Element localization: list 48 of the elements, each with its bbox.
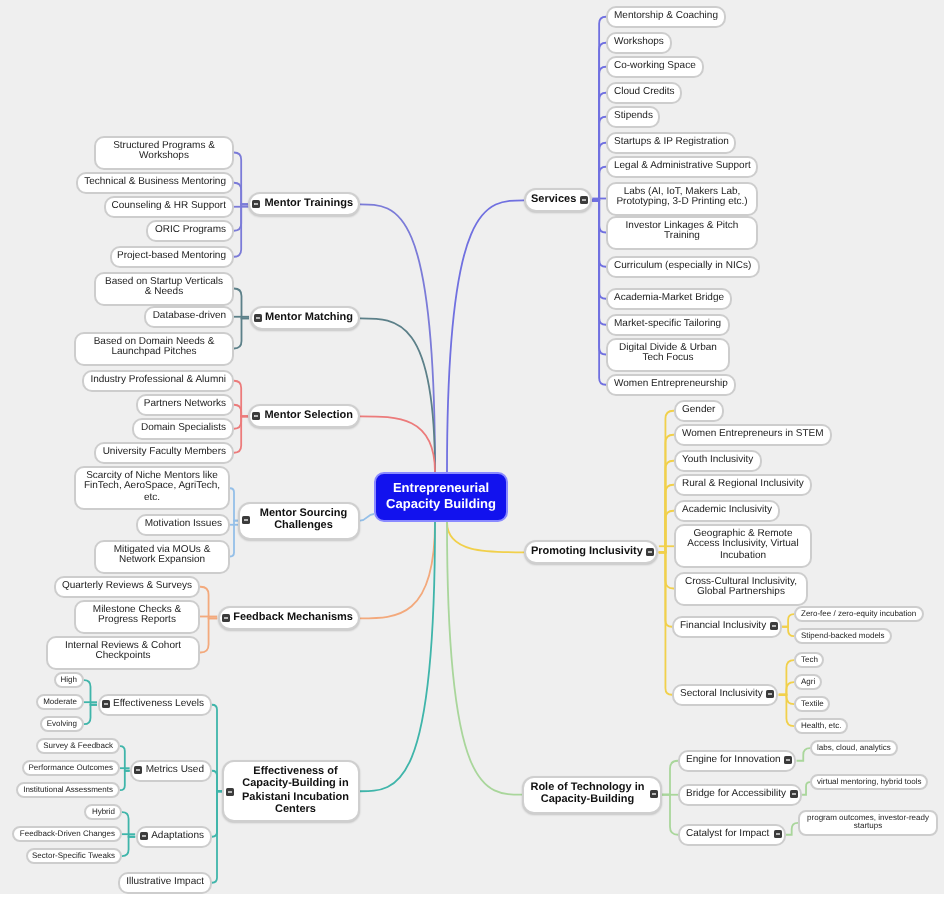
connector-line xyxy=(83,701,98,704)
connector-line xyxy=(211,769,223,793)
main-topic-pill xyxy=(524,188,593,213)
main-topic-pill xyxy=(249,306,360,331)
connector-line xyxy=(658,545,675,548)
connector-line xyxy=(801,781,811,796)
connector-line xyxy=(359,521,436,793)
connector-line xyxy=(359,513,375,522)
connector-line xyxy=(121,835,137,858)
subtopic-pill xyxy=(97,694,212,716)
main-topic-pill xyxy=(217,606,360,631)
connector-line xyxy=(119,745,131,772)
connector-line xyxy=(781,625,795,638)
main-topic-pill xyxy=(522,776,662,814)
main-topic-pill xyxy=(222,760,360,823)
subtopic-pill xyxy=(672,616,783,638)
subtopic-pill xyxy=(135,826,212,848)
connector-line xyxy=(83,703,98,726)
main-topic-pill xyxy=(248,192,360,217)
main-topic-pill xyxy=(524,540,659,565)
subtopic-pill xyxy=(678,784,803,806)
connector-line xyxy=(661,793,679,836)
connector-line xyxy=(233,415,250,454)
connector-line xyxy=(591,199,607,386)
connector-line xyxy=(119,769,131,792)
connector-line xyxy=(199,617,219,654)
connector-line xyxy=(781,613,795,628)
connector-line xyxy=(211,790,223,884)
subtopic-pill xyxy=(129,760,212,782)
main-topic-pill xyxy=(238,502,360,540)
connector-line xyxy=(446,521,523,796)
connector-line xyxy=(446,199,525,473)
connector-line xyxy=(233,203,250,258)
subtopic-pill xyxy=(672,684,779,706)
connector-line xyxy=(658,551,673,696)
connector-line xyxy=(777,693,795,728)
connector-line xyxy=(795,747,811,762)
connector-line xyxy=(119,767,131,770)
connector-line xyxy=(233,317,250,350)
connector-line xyxy=(359,415,436,473)
connector-line xyxy=(229,487,239,522)
connector-line xyxy=(233,205,250,208)
main-topic-pill xyxy=(248,404,360,429)
connector-line xyxy=(121,833,137,836)
connector-line xyxy=(784,821,799,836)
subtopic-pill xyxy=(678,824,786,846)
connector-line xyxy=(229,519,239,558)
subtopic-pill xyxy=(678,750,797,772)
